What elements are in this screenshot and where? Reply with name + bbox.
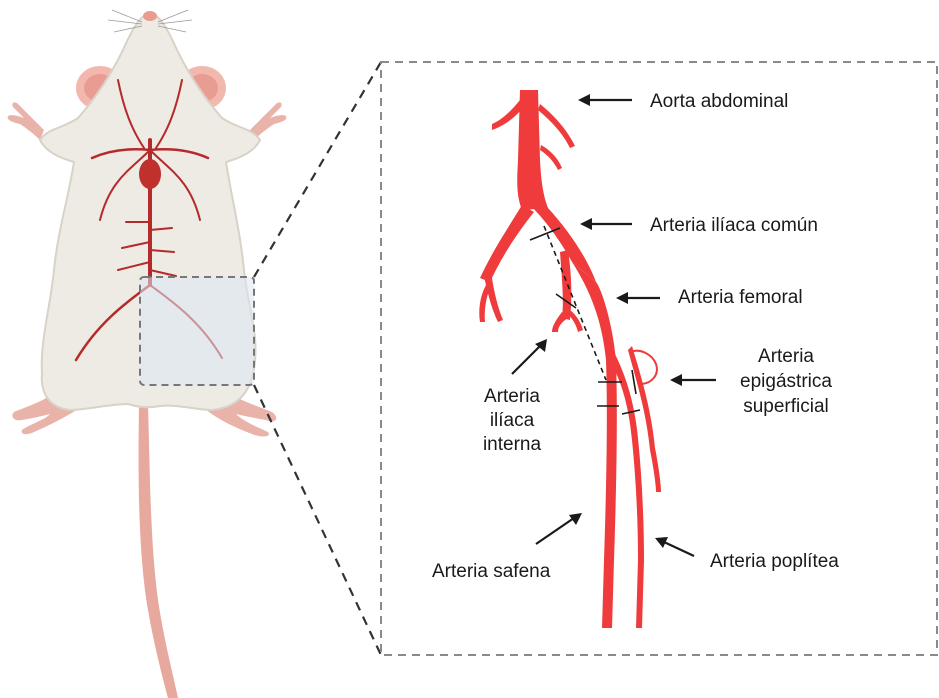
artery-tree bbox=[479, 90, 661, 628]
label-safena: Arteria safena bbox=[432, 561, 551, 582]
zoom-region-box bbox=[140, 277, 254, 385]
mouse-heart bbox=[139, 159, 161, 189]
mouse-tail bbox=[139, 405, 178, 698]
mouse-nose bbox=[143, 11, 157, 21]
label-iliaca-interna-line2: ilíaca bbox=[490, 410, 535, 431]
aorta-branch-left bbox=[492, 100, 521, 130]
label-femoral: Arteria femoral bbox=[678, 287, 803, 308]
zoom-connector-lines bbox=[254, 62, 381, 655]
label-iliaca-interna-line1: Arteria bbox=[484, 386, 540, 407]
label-epigastrica-group: Arteria epigástrica superficial bbox=[670, 346, 832, 417]
left-iliac-branch-b bbox=[479, 285, 490, 322]
label-safena-group: Arteria safena bbox=[432, 513, 582, 582]
aorta-branch-right-1 bbox=[538, 104, 575, 148]
label-poplitea: Arteria poplítea bbox=[710, 551, 839, 572]
label-iliaca-interna-group: Arteria ilíaca interna bbox=[483, 339, 547, 455]
label-aorta: Aorta abdominal bbox=[650, 91, 788, 112]
mouse-illustration bbox=[8, 10, 287, 698]
label-epigastrica-line1: Arteria bbox=[758, 346, 814, 367]
label-poplitea-group: Arteria poplítea bbox=[655, 537, 839, 572]
label-epigastrica-line2: epigástrica bbox=[740, 371, 832, 392]
left-iliac-branch-a bbox=[484, 276, 503, 322]
left-common-iliac bbox=[480, 205, 534, 282]
label-aorta-group: Aorta abdominal bbox=[578, 91, 788, 112]
label-epigastrica-line3: superficial bbox=[743, 396, 829, 417]
label-femoral-group: Arteria femoral bbox=[616, 287, 803, 308]
label-iliaca-comun: Arteria ilíaca común bbox=[650, 215, 818, 236]
mouse-left-front-paw bbox=[8, 102, 44, 140]
femoral-artery bbox=[572, 262, 617, 628]
label-iliaca-comun-group: Arteria ilíaca común bbox=[580, 215, 818, 236]
internal-iliac-branch-2 bbox=[566, 310, 583, 332]
aorta-branch-right-2 bbox=[540, 145, 562, 170]
internal-iliac bbox=[560, 250, 571, 320]
label-iliaca-interna-line3: interna bbox=[483, 434, 542, 455]
